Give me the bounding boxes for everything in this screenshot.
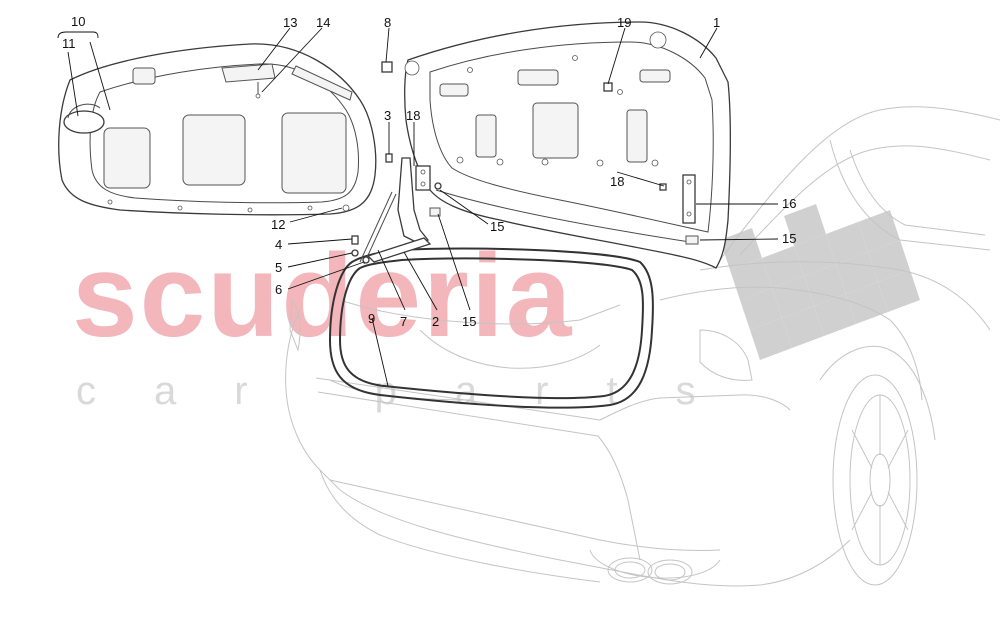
trim-panel-left-pocket xyxy=(103,127,151,189)
callout-13: 13 xyxy=(283,15,297,30)
trunk-bump-stop xyxy=(429,207,441,217)
callouts: 10 11 13 14 8 19 1 3 18 16 18 12 15 15 4… xyxy=(62,14,796,329)
hinge-plate-17 xyxy=(682,174,696,224)
callout-14: 14 xyxy=(316,15,330,30)
callout-4: 4 xyxy=(275,237,282,252)
bracket-10 xyxy=(57,31,99,39)
callout-5: 5 xyxy=(275,260,282,275)
hinge-bracket-2 xyxy=(366,237,432,263)
watermark-brand: scuderia xyxy=(72,230,573,362)
lid-bump-stop xyxy=(685,235,699,245)
callout-9: 9 xyxy=(368,311,375,326)
nut-6 xyxy=(362,256,370,264)
washer-5 xyxy=(351,249,359,257)
trunk-lid-trim-panel xyxy=(58,43,377,216)
trunk-lid xyxy=(404,21,731,269)
callout-15-lower: 15 xyxy=(462,314,476,329)
callout-16: 15 xyxy=(490,219,504,234)
exhaust-right xyxy=(647,559,693,585)
trim-panel-right-pocket xyxy=(281,112,347,194)
bolt-3 xyxy=(385,153,393,163)
callout-17: 16 xyxy=(782,196,796,211)
watermark: scuderia car parts xyxy=(72,204,920,413)
trim-panel-center-pocket xyxy=(182,114,246,186)
bump-stop-8 xyxy=(381,61,393,73)
lid-hinge-mount xyxy=(649,31,667,49)
hinge-plate-18 xyxy=(415,165,431,191)
gas-strut-7 xyxy=(359,191,393,263)
lid-panel-center xyxy=(532,102,579,159)
callout-2: 2 xyxy=(432,314,439,329)
callout-7: 7 xyxy=(400,314,407,329)
callout-10: 10 xyxy=(71,14,85,29)
hinge-assembly-right xyxy=(659,174,696,224)
callout-3: 3 xyxy=(384,108,391,123)
callout-15-right: 15 xyxy=(782,231,796,246)
trim-panel-grommet xyxy=(63,110,105,134)
exhaust-left xyxy=(607,557,653,583)
callout-18-top: 18 xyxy=(406,108,420,123)
callout-12: 12 xyxy=(271,217,285,232)
bolt-16 xyxy=(434,182,442,190)
leader-lines xyxy=(57,27,779,387)
watermark-tagline: car parts xyxy=(76,369,754,413)
callout-1: 1 xyxy=(713,15,720,30)
rear-wheel xyxy=(832,374,918,586)
callout-8: 8 xyxy=(384,15,391,30)
callout-19: 19 xyxy=(617,15,631,30)
callout-11: 11 xyxy=(62,36,76,51)
hinge-arm xyxy=(397,157,430,245)
callout-18-right: 18 xyxy=(610,174,624,189)
trim-clip-12 xyxy=(342,204,350,212)
bolt-18 xyxy=(659,183,667,191)
car-body-outline xyxy=(285,106,1000,587)
callout-6: 6 xyxy=(275,282,282,297)
trunk-weatherstrip-seal xyxy=(328,247,654,409)
lid-panel-right xyxy=(626,109,648,163)
checkered-flag-logo xyxy=(720,204,920,360)
nut-19 xyxy=(603,82,613,92)
lid-panel-left xyxy=(475,114,497,158)
bolt-4 xyxy=(351,235,359,245)
